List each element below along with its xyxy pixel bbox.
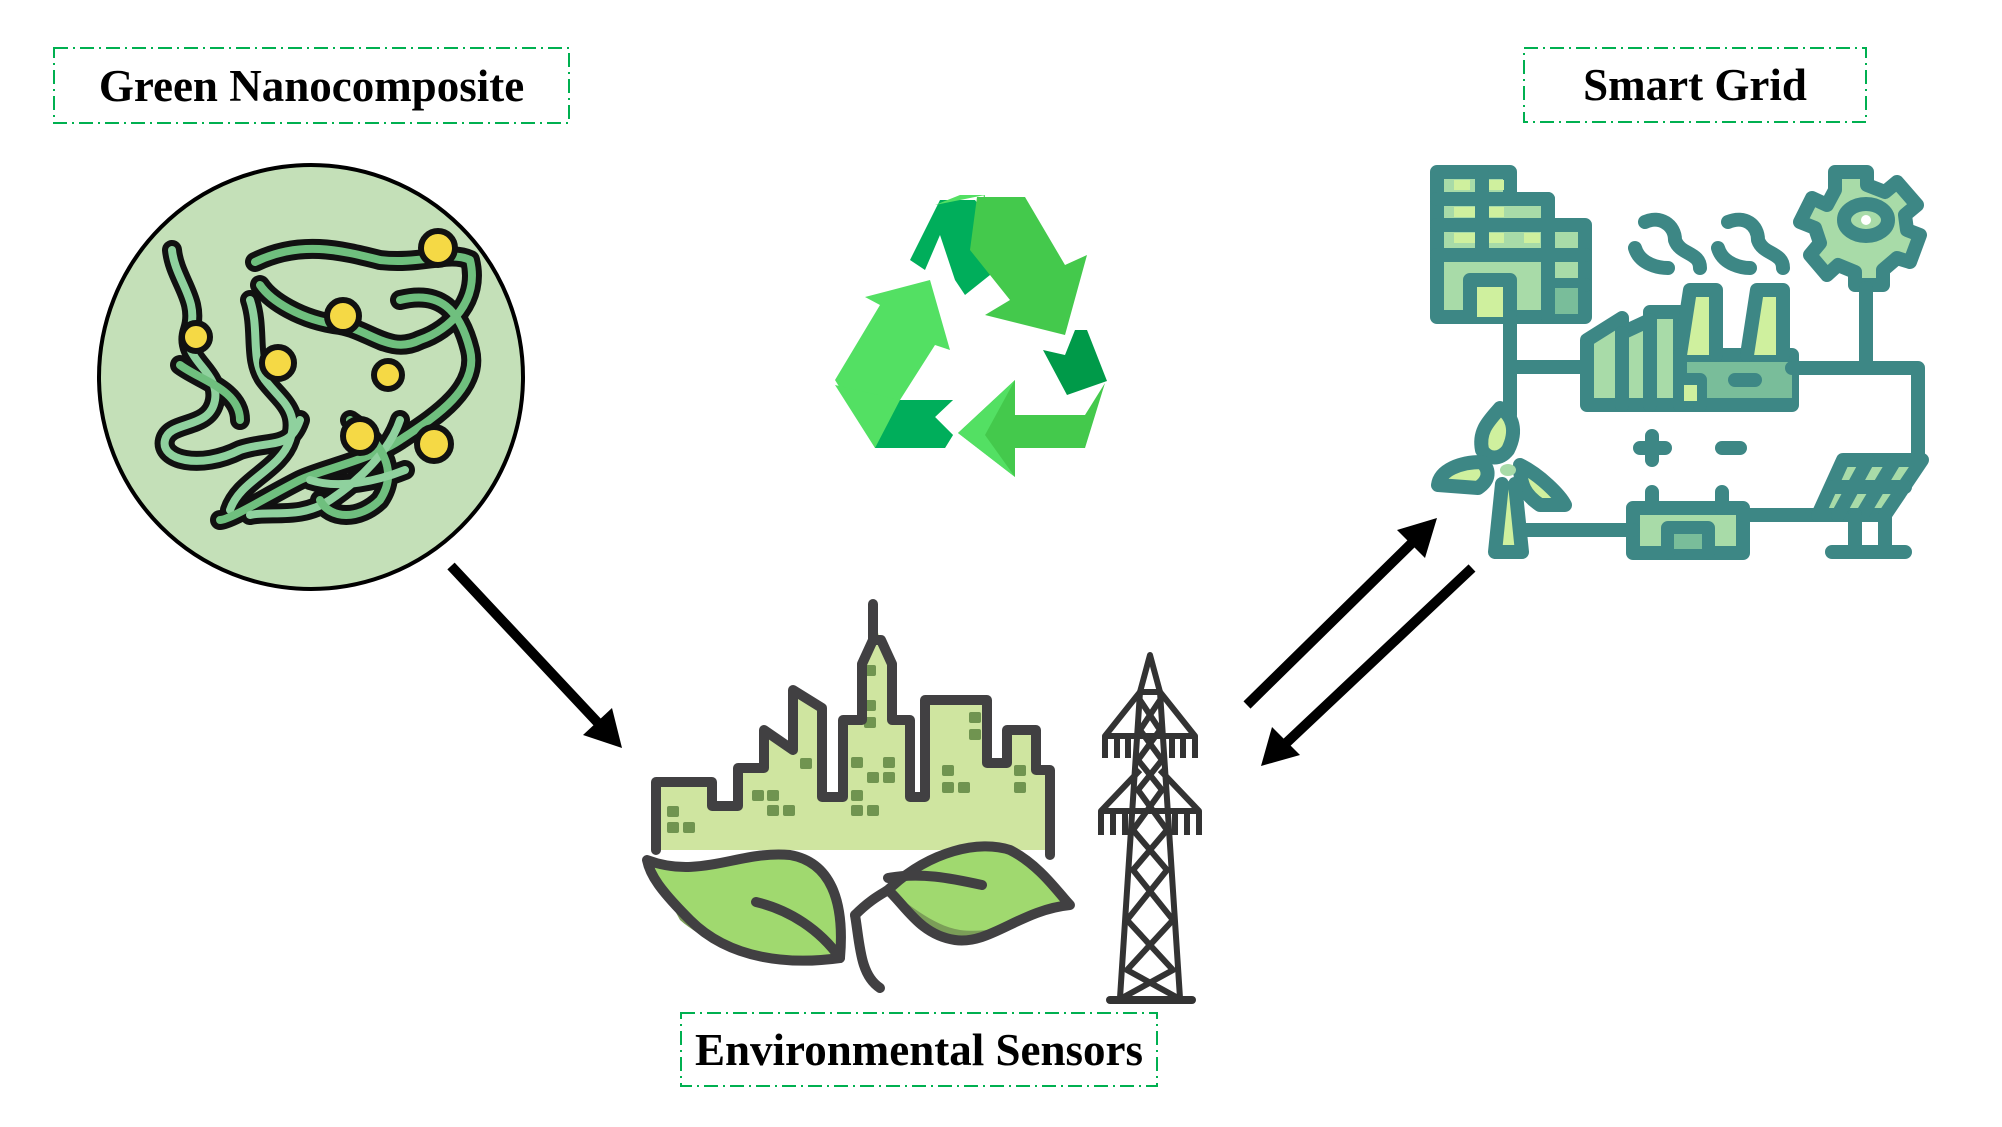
factory-icon (1580, 283, 1799, 412)
power-tower-icon (1098, 652, 1202, 1004)
green-city-leaves-icon (642, 599, 1075, 993)
recycle-icon (835, 195, 1107, 477)
smart-grid-icon (1430, 165, 1929, 560)
nanocomposite-fibers-icon (97, 163, 525, 591)
arrow-smart-grid-to-sensors (1261, 564, 1476, 766)
wind-turbine-icon (1431, 401, 1572, 559)
label-frame (680, 1012, 1158, 1087)
gear-icon (1793, 165, 1927, 292)
label-text: Environmental Sensors (695, 1024, 1143, 1075)
battery-icon (1626, 485, 1750, 560)
label-frame (53, 47, 570, 124)
environmental-sensors-label: Environmental Sensors (680, 1012, 1158, 1087)
arrow-sensors-to-smart-grid (1243, 518, 1437, 709)
office-building-icon (1430, 165, 1592, 324)
solar-panel-icon (1811, 453, 1929, 559)
smart-grid-label: Smart Grid (1523, 47, 1867, 123)
label-text: Smart Grid (1583, 60, 1807, 110)
arrow-nanocomposite-to-sensors (447, 562, 622, 748)
label-text: Green Nanocomposite (98, 60, 525, 111)
green-nanocomposite-label: Green Nanocomposite (53, 47, 570, 124)
